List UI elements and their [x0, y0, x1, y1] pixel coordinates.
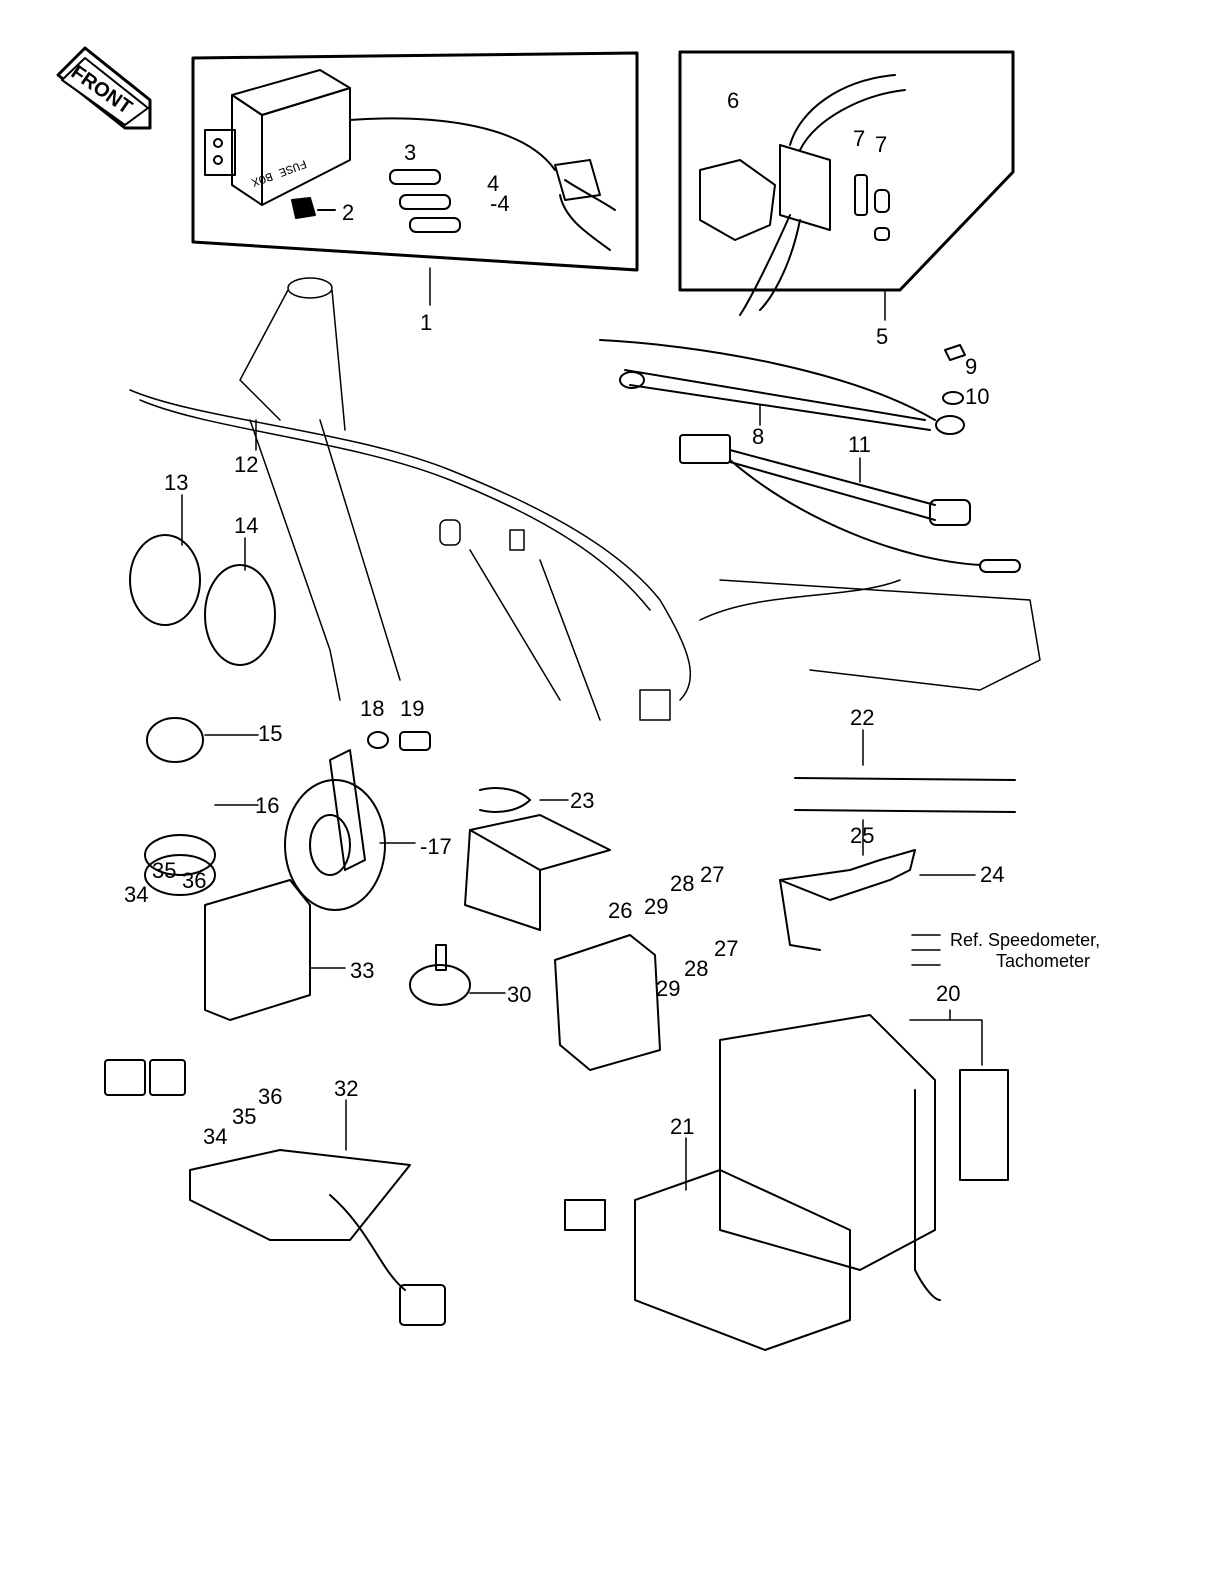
callout-35b: 35: [232, 1104, 257, 1129]
callout-21: 21: [670, 1114, 695, 1139]
leader-lines: [181, 267, 983, 1191]
callout-18: 18: [360, 696, 385, 721]
callout-13: 13: [164, 470, 189, 495]
callout-12: 12: [234, 452, 259, 477]
callout-34b: 34: [203, 1124, 228, 1149]
callout-33: 33: [350, 958, 375, 983]
callout-36a: 36: [182, 868, 207, 893]
front-arrow-icon: FRONT: [56, 46, 152, 130]
callout-6: 6: [727, 88, 740, 113]
fuse-box-inset: FUSE BOX: [191, 51, 639, 272]
callout-16: 16: [255, 793, 280, 818]
callout-7b: 7: [875, 132, 888, 157]
callout-2: 2: [342, 200, 355, 225]
ref-note-line-1: Ref. Speedometer,: [950, 930, 1101, 950]
callout-23: 23: [570, 788, 595, 813]
cables-and-parts: [104, 339, 1021, 1351]
callout-36b: 36: [258, 1084, 283, 1109]
callout-20: 20: [936, 981, 961, 1006]
callout-27a: 27: [700, 862, 725, 887]
callout-4b: -4: [490, 191, 510, 216]
igniter-inset: [678, 50, 1015, 316]
callout-29a: 29: [644, 894, 669, 919]
callout-11: 11: [848, 432, 871, 457]
callout-27b: 27: [714, 936, 739, 961]
frame-harness: [129, 277, 1041, 721]
callout-1: 1: [420, 310, 433, 335]
callout-17: -17: [420, 834, 452, 859]
callout-4: 4: [487, 171, 500, 196]
callout-3: 3: [404, 140, 417, 165]
callout-22: 22: [850, 705, 875, 730]
callout-28b: 28: [684, 956, 709, 981]
callout-15: 15: [258, 721, 283, 746]
callout-8: 8: [752, 424, 765, 449]
ref-note-line-2: Tachometer: [996, 950, 1091, 971]
callout-29b: 29: [656, 976, 681, 1001]
callout-32: 32: [334, 1076, 359, 1101]
fuse-box-text: FUSE BOX: [249, 156, 308, 189]
callout-28a: 28: [670, 871, 695, 896]
callout-26: 26: [608, 898, 633, 923]
callout-25: 25: [850, 823, 875, 848]
callout-9: 9: [965, 354, 978, 379]
callout-7a: 7: [853, 126, 866, 151]
ref-note: Ref. Speedometer, Tachometer: [950, 930, 1100, 971]
callout-19: 19: [400, 696, 425, 721]
callout-14: 14: [234, 513, 259, 538]
callout-35a: 35: [152, 858, 177, 883]
callout-5: 5: [876, 324, 889, 349]
callout-10: 10: [965, 384, 990, 409]
callout-30: 30: [507, 982, 532, 1007]
callout-24: 24: [980, 862, 1005, 887]
callout-34a: 34: [124, 882, 149, 907]
